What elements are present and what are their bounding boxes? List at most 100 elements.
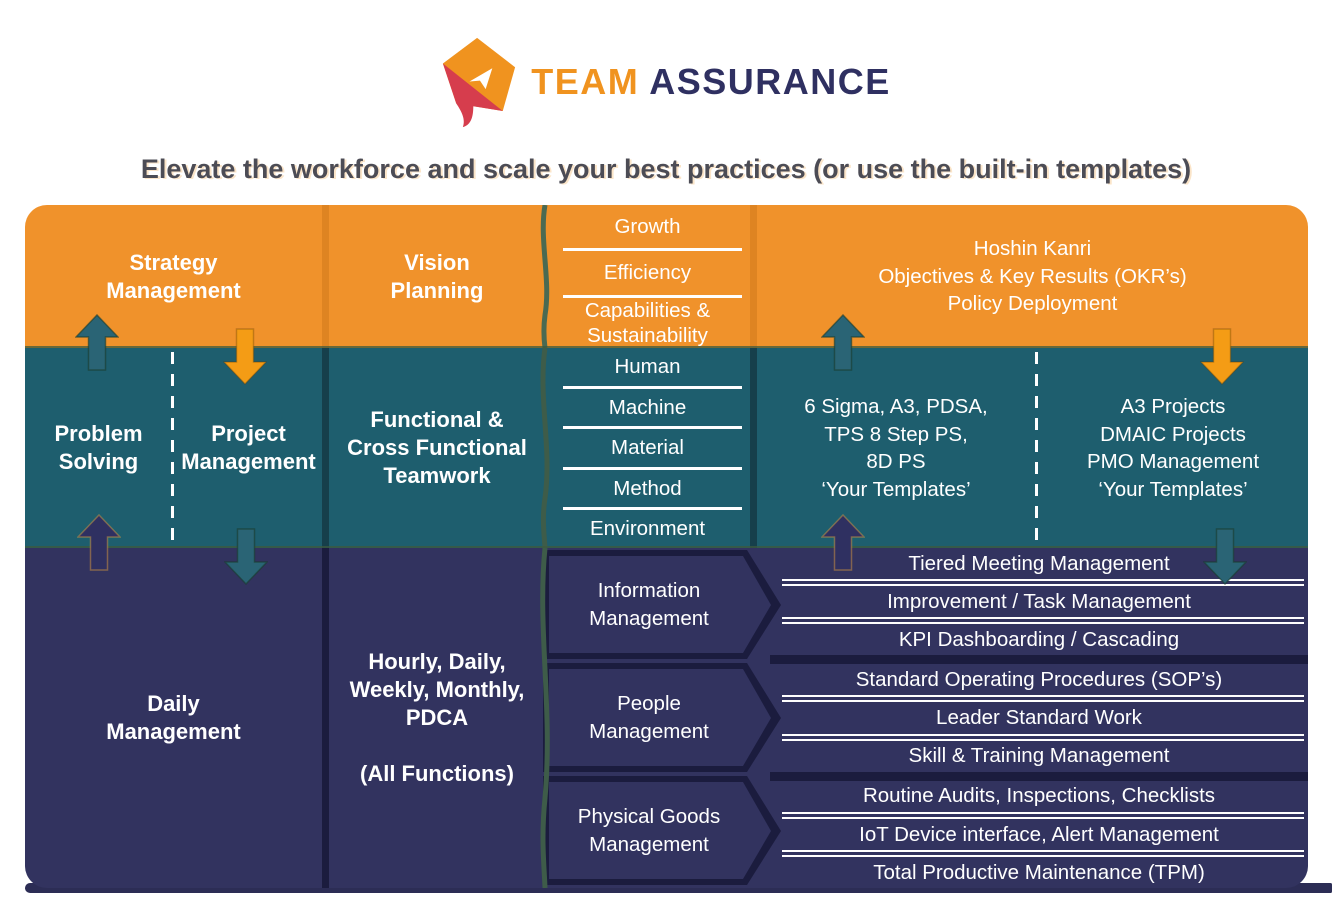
table-row: Leader Standard Work [770, 702, 1308, 733]
driver-growth: Growth [614, 214, 681, 238]
down-arrow-icon [224, 528, 268, 585]
problem-solving-band: Problem Solving Project Management Funct… [25, 348, 1308, 548]
logo-team-text: TEAM [531, 61, 640, 102]
divider [782, 811, 1304, 819]
ps-templates-cell: 6 Sigma, A3, PDSA, TPS 8 Step PS, 8D PS … [757, 348, 1035, 548]
project-management-label: Project Management [181, 421, 316, 474]
table-row: Routine Audits, Inspections, Checklists [770, 781, 1308, 812]
up-arrow-icon [821, 314, 865, 371]
list-item: Machine [545, 389, 750, 427]
divider [782, 617, 1304, 625]
problem-solving-label: Problem Solving [54, 421, 143, 474]
dashed-divider [171, 352, 174, 544]
divider [563, 385, 742, 389]
divider [563, 466, 742, 470]
factor-machine: Machine [608, 395, 687, 419]
dashed-divider [1035, 352, 1038, 544]
vision-planning-label: Vision Planning [390, 249, 484, 303]
divider [563, 294, 742, 298]
row-text: Standard Operating Procedures (SOP’s) [855, 668, 1223, 692]
factor-method: Method [613, 476, 682, 500]
logo-assurance-text: ASSURANCE [649, 61, 891, 102]
all-functions-label: (All Functions) [360, 761, 514, 786]
information-management-chevron: Information Management [553, 548, 745, 661]
people-management-chevron: People Management [553, 661, 745, 774]
pm-templates-cell: A3 Projects DMAIC Projects PMO Managemen… [1038, 348, 1308, 548]
table-row: KPI Dashboarding / Cascading [770, 624, 1308, 655]
list-item: Capabilities & Sustainability [545, 298, 750, 348]
swoosh-edge [540, 348, 550, 548]
down-arrow-icon [1200, 328, 1244, 385]
strategy-methods-text: Hoshin Kanri Objectives & Key Results (O… [878, 237, 1187, 316]
factor-material: Material [611, 436, 684, 460]
pm-templates-text: A3 Projects DMAIC Projects PMO Managemen… [1086, 395, 1260, 501]
divider [563, 426, 742, 430]
divider [782, 733, 1304, 741]
list-item: Efficiency [545, 251, 750, 294]
vision-planning-cell: Vision Planning [329, 205, 545, 348]
people-management-label: People Management [589, 692, 709, 743]
divider [782, 849, 1304, 857]
driver-capabilities: Capabilities & Sustainability [584, 298, 711, 347]
divider [750, 205, 757, 348]
down-arrow-icon [1203, 528, 1247, 585]
problem-solving-cell: Problem Solving [25, 348, 172, 548]
divider [782, 579, 1304, 587]
list-item: Environment [545, 510, 750, 548]
factor-environment: Environment [589, 517, 706, 541]
strategy-management-label: Strategy Management [106, 249, 241, 303]
information-management-label: Information Management [589, 579, 709, 630]
cadence-cell: Hourly, Daily, Weekly, Monthly, PDCA (Al… [329, 548, 545, 888]
table-row: Total Productive Maintenance (TPM) [770, 857, 1308, 888]
divider [322, 548, 329, 888]
factors-list: Human Machine Material Method Environmen… [545, 348, 750, 548]
divider [782, 695, 1304, 703]
divider [322, 348, 329, 548]
factor-human: Human [614, 355, 681, 379]
bottom-baseline-bar [25, 883, 1332, 893]
up-arrow-icon [75, 314, 119, 371]
list-item: Method [545, 470, 750, 508]
table-row: Skill & Training Management [770, 741, 1308, 772]
table-row: Tiered Meeting Management [770, 548, 1308, 579]
cadence-label: Hourly, Daily, Weekly, Monthly, PDCA [349, 649, 525, 730]
physical-goods-management-label: Physical Goods Management [577, 805, 721, 856]
daily-management-cell: Daily Management [25, 548, 322, 888]
divider [322, 205, 329, 348]
project-management-cell: Project Management [175, 348, 322, 548]
strategy-methods-cell: Hoshin Kanri Objectives & Key Results (O… [757, 205, 1308, 348]
table-row: Improvement / Task Management [770, 586, 1308, 617]
physical-goods-management-chevron: Physical Goods Management [553, 774, 745, 887]
list-item: Human [545, 348, 750, 386]
swoosh-edge [540, 548, 550, 888]
row-text: Routine Audits, Inspections, Checklists [862, 784, 1216, 808]
swoosh-edge [540, 205, 550, 348]
team-assurance-logo-icon [443, 37, 516, 128]
divider [750, 348, 757, 548]
physical-goods-rows: Routine Audits, Inspections, Checklists … [770, 781, 1308, 888]
daily-rows: Tiered Meeting Management Improvement / … [770, 548, 1308, 888]
row-text: Tiered Meeting Management [908, 551, 1170, 575]
information-rows: Tiered Meeting Management Improvement / … [770, 548, 1308, 655]
people-rows: Standard Operating Procedures (SOP’s) Le… [770, 664, 1308, 771]
daily-management-band: Daily Management Hourly, Daily, Weekly, … [25, 548, 1308, 888]
row-text: Total Productive Maintenance (TPM) [873, 860, 1205, 884]
strategy-band: Strategy Management Vision Planning Grow… [25, 205, 1308, 348]
list-item: Growth [545, 205, 750, 248]
row-text: Skill & Training Management [908, 744, 1170, 768]
divider [563, 507, 742, 511]
up-arrow-icon [821, 514, 865, 571]
down-arrow-icon [223, 328, 267, 385]
row-text: KPI Dashboarding / Cascading [898, 628, 1180, 652]
row-text: Improvement / Task Management [887, 589, 1191, 613]
daily-management-label: Daily Management [106, 691, 241, 744]
table-row: IoT Device interface, Alert Management [770, 819, 1308, 850]
row-text: IoT Device interface, Alert Management [859, 822, 1219, 846]
teamwork-cell: Functional & Cross Functional Teamwork [329, 348, 545, 548]
strategy-management-cell: Strategy Management [25, 205, 322, 348]
daily-chevrons [543, 550, 781, 885]
row-text: Leader Standard Work [936, 706, 1142, 730]
tagline: Elevate the workforce and scale your bes… [140, 154, 1192, 184]
